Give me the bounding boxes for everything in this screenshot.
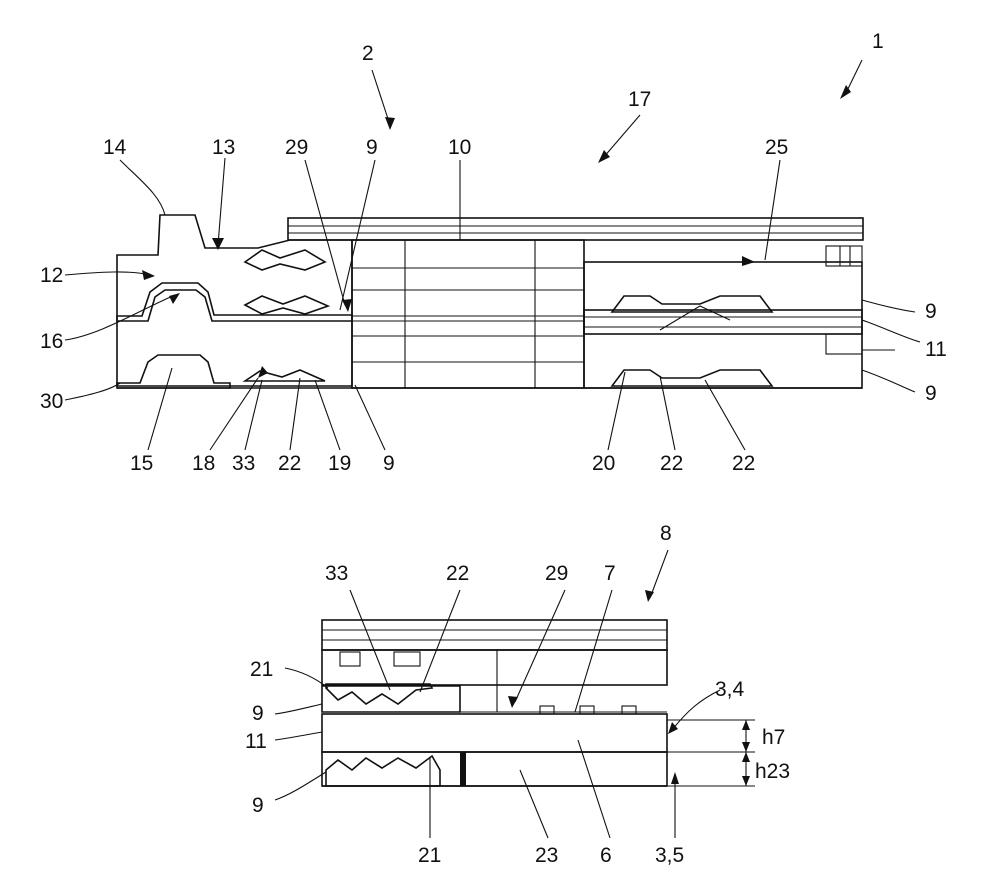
label-33: 33	[232, 452, 255, 475]
label-29: 29	[285, 136, 308, 159]
label-14: 14	[103, 136, 127, 159]
label-13: 13	[212, 136, 235, 159]
bead-upper	[117, 283, 352, 321]
label-22-mid: 22	[660, 452, 683, 475]
label-29-bottom: 29	[545, 562, 568, 585]
label-23: 23	[535, 844, 558, 867]
label-22-bottom: 22	[446, 562, 469, 585]
upper-slot	[245, 250, 325, 270]
label-9-right-2: 9	[925, 382, 937, 405]
label-11-bottom: 11	[245, 730, 267, 753]
label-22-left: 22	[278, 452, 301, 475]
label-2: 2	[362, 42, 374, 65]
label-21-upper: 21	[250, 658, 273, 681]
label-9-top: 9	[366, 136, 378, 159]
label-h7: h7	[762, 726, 785, 749]
top-cross-section	[117, 215, 895, 388]
label-9-right-1: 9	[925, 300, 937, 323]
label-17: 17	[628, 88, 651, 111]
label-19: 19	[328, 452, 351, 475]
label-9-bottom-upper: 9	[252, 702, 264, 725]
label-11: 11	[925, 338, 947, 361]
label-1: 1	[872, 30, 884, 53]
label-18: 18	[192, 452, 215, 475]
label-h23: h23	[755, 760, 790, 783]
label-16: 16	[40, 330, 63, 353]
middle-slot	[245, 296, 328, 314]
bead-lower	[117, 355, 230, 388]
label-33-bottom: 33	[325, 562, 348, 585]
label-6: 6	[600, 844, 612, 867]
top-leaders	[65, 60, 920, 450]
label-9-bottom-lower: 9	[252, 794, 264, 817]
label-3-4: 3,4	[715, 678, 745, 701]
label-30: 30	[40, 390, 63, 413]
label-12: 12	[40, 264, 63, 287]
right-frame-body	[584, 262, 862, 388]
label-20: 20	[592, 452, 615, 475]
label-10: 10	[448, 136, 471, 159]
center-plate	[352, 240, 584, 388]
label-25: 25	[765, 136, 788, 159]
label-7: 7	[604, 562, 616, 585]
label-22-right: 22	[732, 452, 755, 475]
label-15: 15	[130, 452, 153, 475]
label-9-bottom: 9	[383, 452, 395, 475]
label-3-5: 3,5	[655, 844, 684, 867]
label-8: 8	[660, 522, 672, 545]
bottom-cross-section	[322, 620, 755, 786]
label-21-lower: 21	[418, 844, 441, 867]
